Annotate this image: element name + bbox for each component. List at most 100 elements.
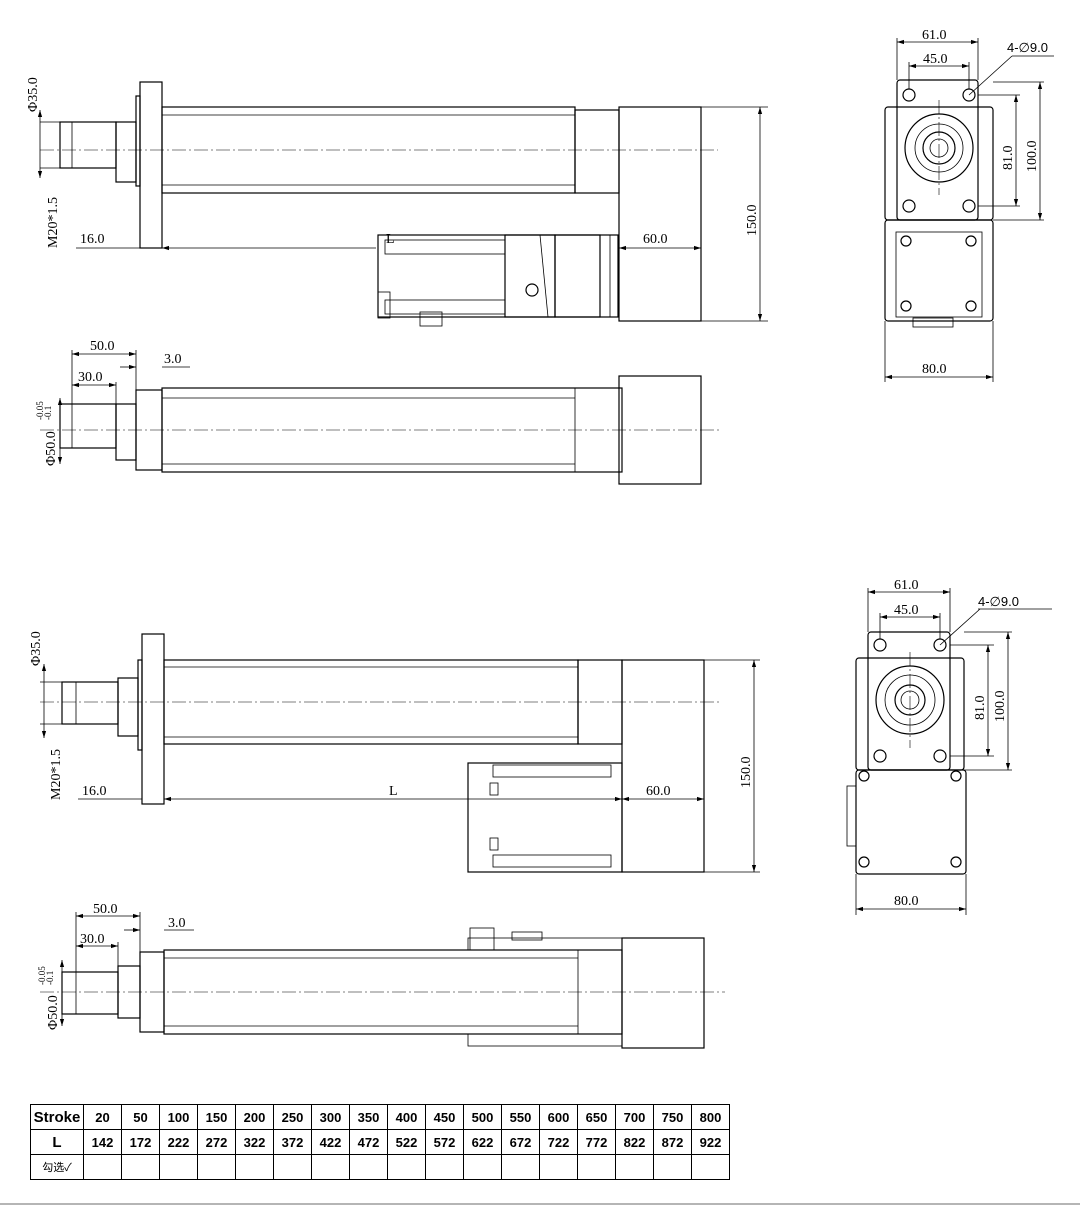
dim-face-b-1: 30.0 bbox=[78, 370, 103, 385]
bottom-divider bbox=[0, 1203, 1080, 1205]
select-checkbox-cell[interactable] bbox=[197, 1154, 236, 1180]
dim-tol-up-2: -0.05 bbox=[37, 966, 47, 985]
dim-100-1: 100.0 bbox=[1025, 141, 1040, 173]
dim-width-1: 80.0 bbox=[922, 362, 947, 377]
length-cell: 522 bbox=[387, 1129, 426, 1155]
dim-shaft-dia-2: Φ35.0 bbox=[29, 631, 44, 666]
stroke-cell: 650 bbox=[577, 1104, 616, 1130]
length-cell: 872 bbox=[653, 1129, 692, 1155]
stroke-cell: 600 bbox=[539, 1104, 578, 1130]
dim-motor-len-1: 60.0 bbox=[643, 232, 668, 247]
stroke-cell: 300 bbox=[311, 1104, 350, 1130]
dim-height-1: 150.0 bbox=[745, 205, 760, 237]
stroke-cell: 50 bbox=[121, 1104, 160, 1130]
stroke-cell: 550 bbox=[501, 1104, 540, 1130]
select-checkbox-cell[interactable] bbox=[615, 1154, 654, 1180]
dim-pitch-outer-2: 61.0 bbox=[894, 578, 919, 593]
length-cell: 722 bbox=[539, 1129, 578, 1155]
stroke-cell: 200 bbox=[235, 1104, 274, 1130]
dim-holes-1: 4-∅9.0 bbox=[1007, 40, 1048, 55]
select-checkbox-cell[interactable] bbox=[653, 1154, 692, 1180]
length-cell: 472 bbox=[349, 1129, 388, 1155]
dim-holes-2: 4-∅9.0 bbox=[978, 594, 1019, 609]
length-cell: 922 bbox=[691, 1129, 730, 1155]
dim-shaft-dia-1: Φ35.0 bbox=[26, 77, 41, 112]
dim-tol-up-1: -0.05 bbox=[35, 401, 45, 420]
select-checkbox-cell[interactable] bbox=[425, 1154, 464, 1180]
length-cell: 322 bbox=[235, 1129, 274, 1155]
select-checkbox-cell[interactable] bbox=[121, 1154, 160, 1180]
select-header: 勾选✓ bbox=[30, 1154, 84, 1180]
stroke-cell: 350 bbox=[349, 1104, 388, 1130]
select-checkbox-cell[interactable] bbox=[83, 1154, 122, 1180]
dim-pitch-outer-1: 61.0 bbox=[922, 28, 947, 43]
length-cell: 822 bbox=[615, 1129, 654, 1155]
dim-face-a-1: 50.0 bbox=[90, 339, 115, 354]
dim-rod-end-2: 16.0 bbox=[82, 784, 107, 799]
side-view-2 bbox=[40, 633, 722, 873]
dim-height-2: 150.0 bbox=[739, 757, 754, 789]
stroke-cell: 800 bbox=[691, 1104, 730, 1130]
technical-drawing: Φ35.0 M20*1.5 16.0 L 60.0 150.0 50.0 30.… bbox=[26, 28, 1054, 1049]
dim-tol-lo-1: -0.1 bbox=[43, 406, 53, 420]
stroke-cell: 20 bbox=[83, 1104, 122, 1130]
length-cell: 142 bbox=[83, 1129, 122, 1155]
length-cell: 572 bbox=[425, 1129, 464, 1155]
dim-flange-1: 3.0 bbox=[164, 352, 182, 367]
stroke-cell: 250 bbox=[273, 1104, 312, 1130]
view4-dimensions: Φ35.0 M20*1.5 16.0 L 60.0 150.0 bbox=[29, 631, 760, 873]
dim-face-b-2: 30.0 bbox=[80, 932, 105, 947]
end-view-1 bbox=[884, 79, 994, 328]
dim-81-2: 81.0 bbox=[973, 696, 988, 721]
dim-motor-len-2: 60.0 bbox=[646, 784, 671, 799]
dim-tol-lo-2: -0.1 bbox=[45, 971, 55, 985]
select-checkbox-cell[interactable] bbox=[311, 1154, 350, 1180]
select-checkbox-cell[interactable] bbox=[273, 1154, 312, 1180]
select-checkbox-cell[interactable] bbox=[577, 1154, 616, 1180]
top-view-2 bbox=[40, 927, 725, 1049]
view6-dimensions: 61.0 45.0 4-∅9.0 81.0 100.0 80.0 bbox=[855, 578, 1052, 915]
view1-dimensions: Φ35.0 M20*1.5 16.0 L 60.0 150.0 bbox=[26, 77, 768, 322]
select-checkbox-cell[interactable] bbox=[235, 1154, 274, 1180]
dim-L-1: L bbox=[386, 232, 395, 247]
select-checkbox-cell[interactable] bbox=[349, 1154, 388, 1180]
length-cell: 622 bbox=[463, 1129, 502, 1155]
stroke-cell: 150 bbox=[197, 1104, 236, 1130]
stroke-cell: 500 bbox=[463, 1104, 502, 1130]
stroke-cell: 700 bbox=[615, 1104, 654, 1130]
select-row: 勾选✓ bbox=[30, 1154, 730, 1180]
dim-81-1: 81.0 bbox=[1001, 146, 1016, 171]
stroke-cell: 750 bbox=[653, 1104, 692, 1130]
length-header: L bbox=[30, 1129, 84, 1155]
dim-flange-2: 3.0 bbox=[168, 916, 186, 931]
length-cell: 422 bbox=[311, 1129, 350, 1155]
view3-dimensions: 61.0 45.0 4-∅9.0 81.0 100.0 80.0 bbox=[884, 28, 1054, 382]
side-view-folded-motor bbox=[40, 81, 718, 327]
dim-pitch-inner-2: 45.0 bbox=[894, 603, 919, 618]
view2-dimensions: 50.0 30.0 3.0 Φ50.0 -0.05 -0.1 bbox=[35, 339, 190, 466]
select-checkbox-cell[interactable] bbox=[387, 1154, 426, 1180]
length-cell: 172 bbox=[121, 1129, 160, 1155]
dim-L-2: L bbox=[389, 784, 398, 799]
stroke-header: Stroke bbox=[30, 1104, 84, 1130]
dim-100-2: 100.0 bbox=[993, 691, 1008, 723]
dim-pilot-1: Φ50.0 bbox=[44, 431, 59, 466]
stroke-cell: 400 bbox=[387, 1104, 426, 1130]
dim-thread-1: M20*1.5 bbox=[46, 197, 61, 248]
length-cell: 222 bbox=[159, 1129, 198, 1155]
length-cell: 372 bbox=[273, 1129, 312, 1155]
select-checkbox-cell[interactable] bbox=[159, 1154, 198, 1180]
top-view-1 bbox=[40, 375, 722, 485]
select-checkbox-cell[interactable] bbox=[539, 1154, 578, 1180]
select-checkbox-cell[interactable] bbox=[691, 1154, 730, 1180]
select-checkbox-cell[interactable] bbox=[501, 1154, 540, 1180]
view5-dimensions: 50.0 30.0 3.0 Φ50.0 -0.05 -0.1 bbox=[37, 902, 194, 1030]
length-cell: 272 bbox=[197, 1129, 236, 1155]
dim-thread-2: M20*1.5 bbox=[49, 749, 64, 800]
length-cell: 772 bbox=[577, 1129, 616, 1155]
select-checkbox-cell[interactable] bbox=[463, 1154, 502, 1180]
length-cell: 672 bbox=[501, 1129, 540, 1155]
